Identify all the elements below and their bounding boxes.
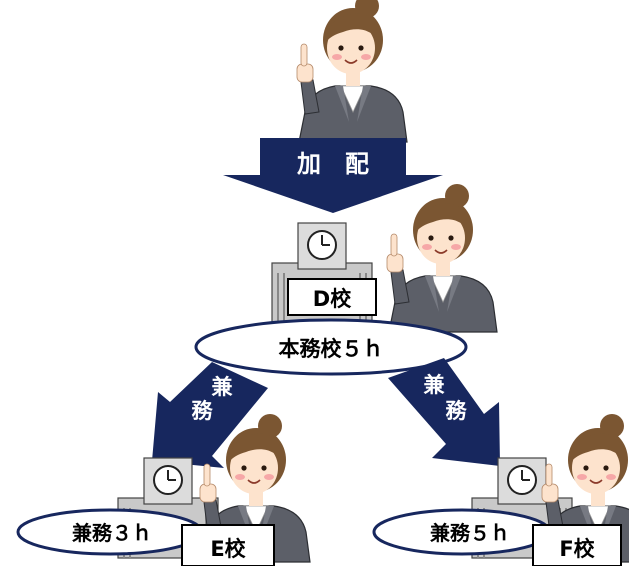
allocation-arrow-label: 加 配 (297, 150, 369, 178)
concurrent-arrow-right-char-2: 務 (446, 399, 468, 423)
school-e-hours: 兼務３ｈ (72, 521, 152, 545)
teacher-top-figure (296, 0, 408, 143)
school-d-name: D校 (313, 287, 352, 311)
concurrent-arrow-left-char-2: 務 (192, 399, 214, 423)
school-d-hours: 本務校５ｈ (279, 337, 384, 361)
school-f-name: F校 (559, 537, 595, 561)
teacher-d-figure (386, 183, 498, 333)
concurrent-arrow-right-char-1: 兼 (424, 373, 446, 397)
concurrent-arrow-right: 兼 務 (388, 358, 500, 466)
school-d-label-box (287, 278, 377, 316)
school-e-name: E校 (210, 537, 246, 561)
allocation-arrow: 加 配 (223, 138, 443, 213)
school-f-hours: 兼務５ｈ (430, 521, 510, 545)
school-e-label-box (181, 524, 275, 566)
school-d-hours-oval (194, 318, 468, 376)
concurrent-arrow-left-char-1: 兼 (212, 375, 234, 399)
school-f-label-box (532, 524, 622, 566)
concurrent-arrow-left: 兼 務 (152, 362, 268, 468)
